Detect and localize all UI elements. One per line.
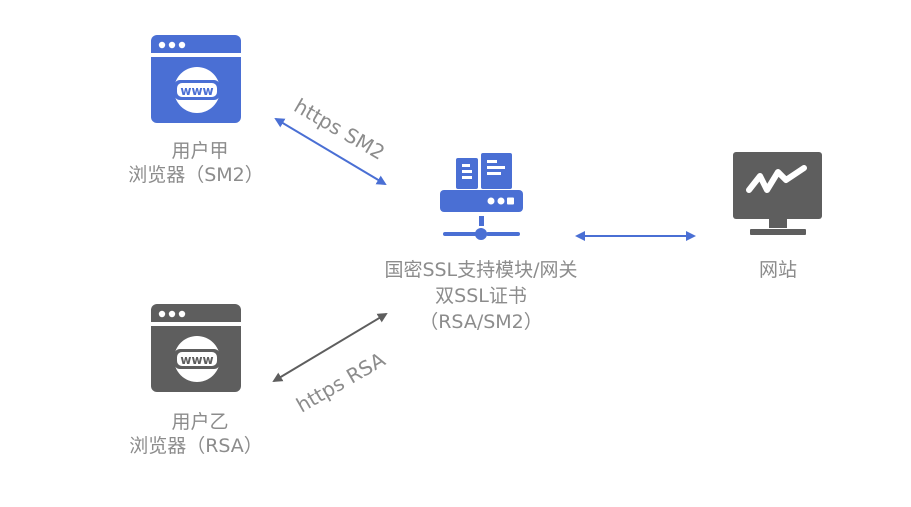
user-a-name: 用户甲 [171, 140, 229, 162]
svg-text:www: www [180, 84, 213, 98]
connection-arrow-user-a-gateway [274, 117, 387, 186]
gateway-label: 国密SSL支持模块/网关 双SSL证书 （RSA/SM2） [341, 257, 621, 335]
user-b-name: 用户乙 [171, 411, 229, 433]
user-b-label: 用户乙 浏览器（RSA） [96, 410, 296, 458]
svg-text:www: www [180, 353, 213, 367]
gateway-certs: 双SSL证书 [435, 285, 527, 307]
user-a-label: 用户甲 浏览器（SM2） [96, 139, 296, 187]
monitor-chart-icon [733, 152, 822, 235]
connection-arrow-user-b-gateway [272, 312, 388, 383]
website-label: 网站 [758, 259, 797, 281]
gateway-algorithms: （RSA/SM2） [419, 311, 543, 333]
server-network-icon [440, 153, 523, 240]
user-b-browser: 浏览器（RSA） [129, 435, 263, 457]
browser-www-icon: www [151, 35, 241, 123]
gateway-name: 国密SSL支持模块/网关 [384, 259, 578, 281]
user-a-browser: 浏览器（SM2） [128, 164, 264, 186]
browser-www-icon: www [151, 304, 241, 392]
